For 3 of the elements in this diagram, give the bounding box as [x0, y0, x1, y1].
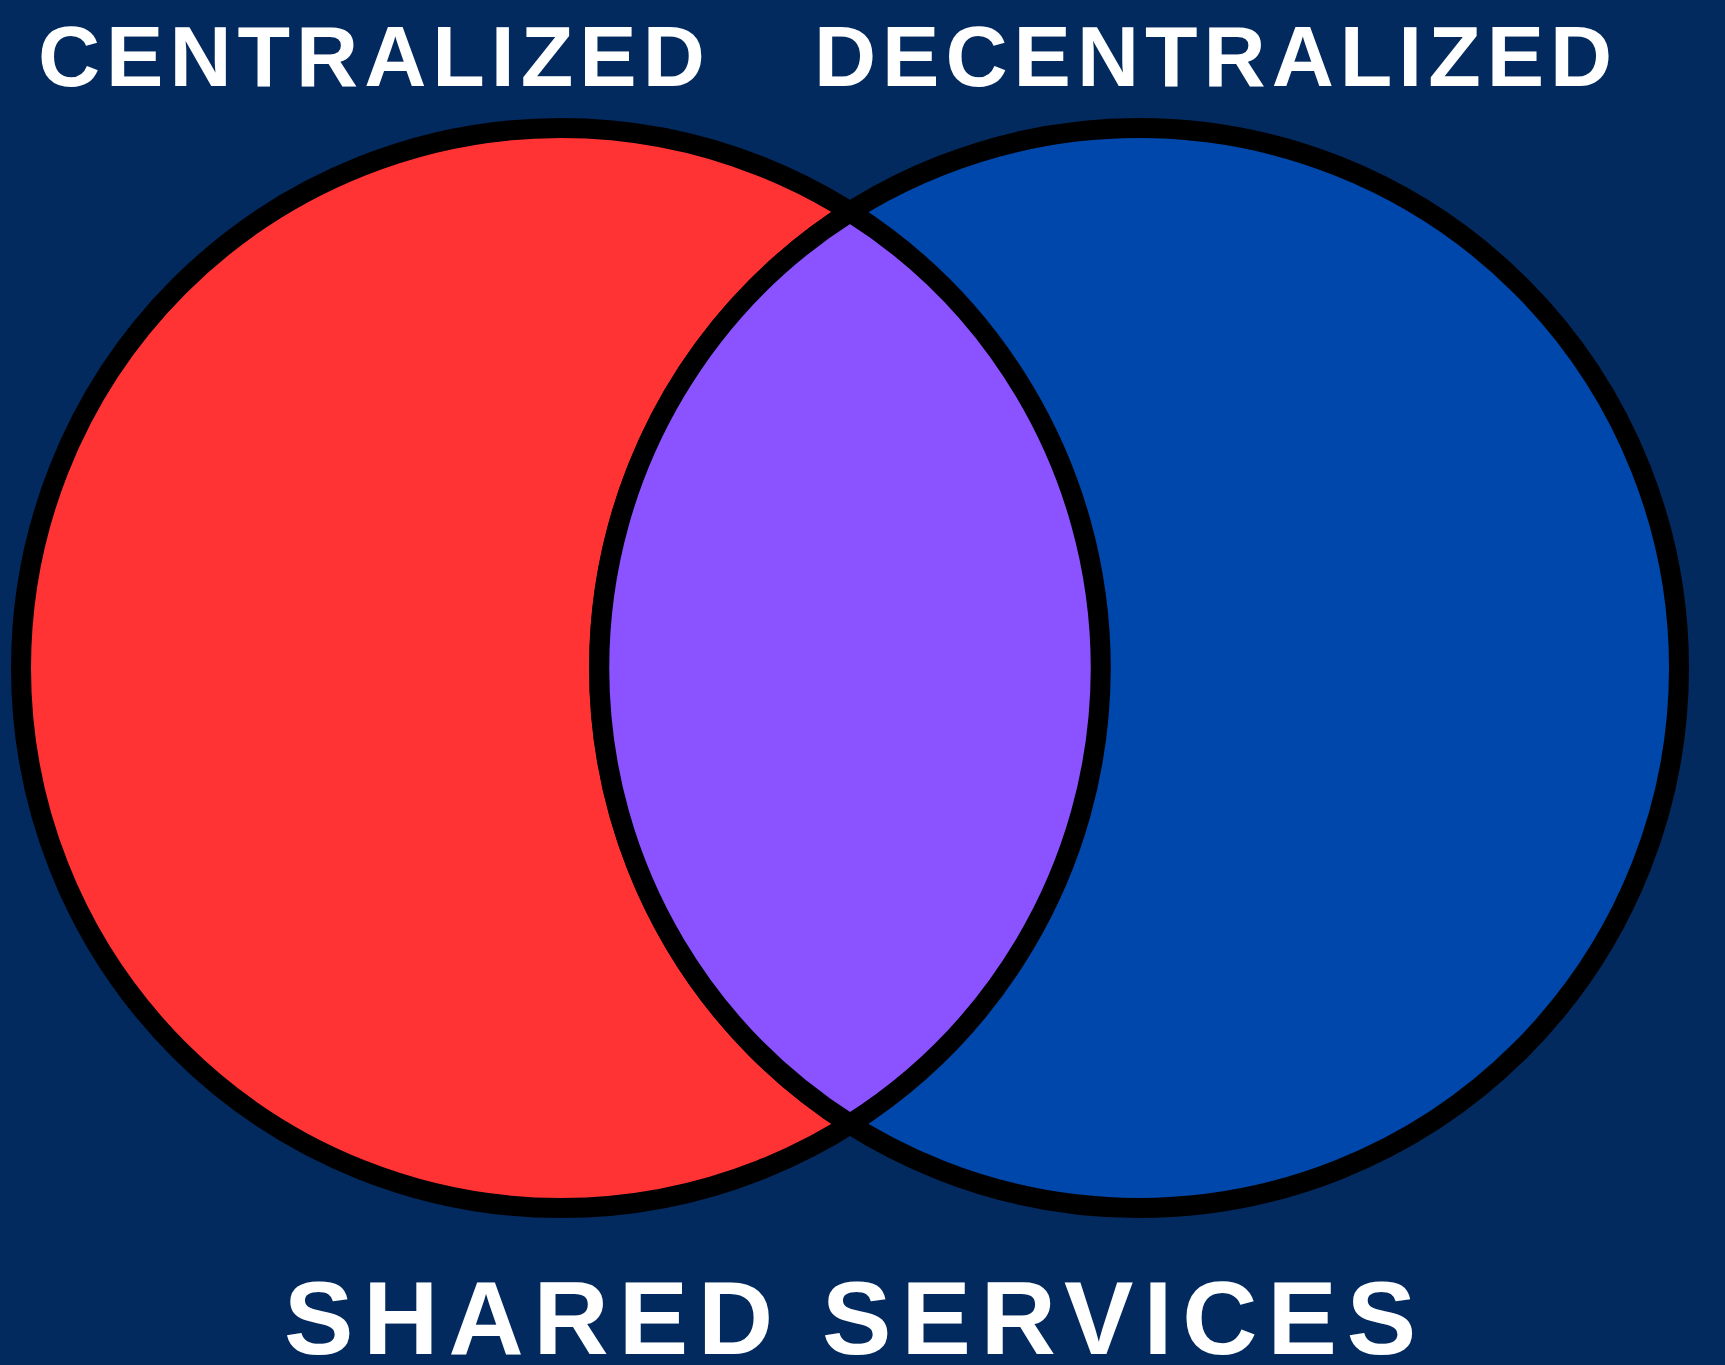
overlap-label: SHARED SERVICES	[284, 1262, 1427, 1365]
circle-heading: DECENTRALIZED	[814, 8, 1619, 104]
circle-heading: CENTRALIZED	[38, 8, 711, 104]
